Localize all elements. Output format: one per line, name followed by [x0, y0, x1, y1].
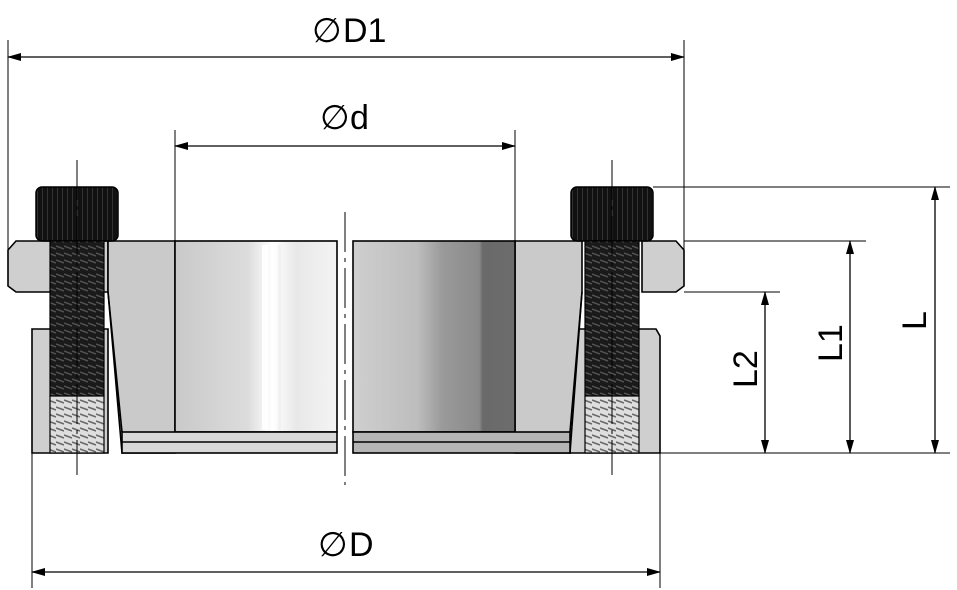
label-d: d — [350, 99, 369, 137]
label-D1: D1 — [343, 12, 386, 50]
left-bore-surface — [174, 240, 338, 433]
right-inner-cone — [514, 240, 583, 454]
label-L1: L1 — [812, 324, 850, 362]
label-L: L — [896, 311, 934, 330]
right-flange-ring — [641, 240, 685, 293]
label-L2: L2 — [727, 350, 765, 388]
right-bore-surface — [352, 240, 516, 433]
diameter-symbol-d: ∅ — [320, 99, 350, 137]
diameter-symbol-D: ∅ — [318, 526, 348, 564]
left-inner-cone — [107, 240, 176, 454]
dimension-lines — [7, 53, 939, 576]
dimension-labels: ∅ D1 ∅ d ∅ D L L1 L2 — [312, 12, 934, 564]
left-half-section — [7, 240, 338, 454]
label-D: D — [349, 526, 374, 564]
center-lines — [76, 160, 613, 485]
diameter-symbol-D1: ∅ — [312, 12, 342, 50]
extension-lines — [7, 40, 950, 588]
